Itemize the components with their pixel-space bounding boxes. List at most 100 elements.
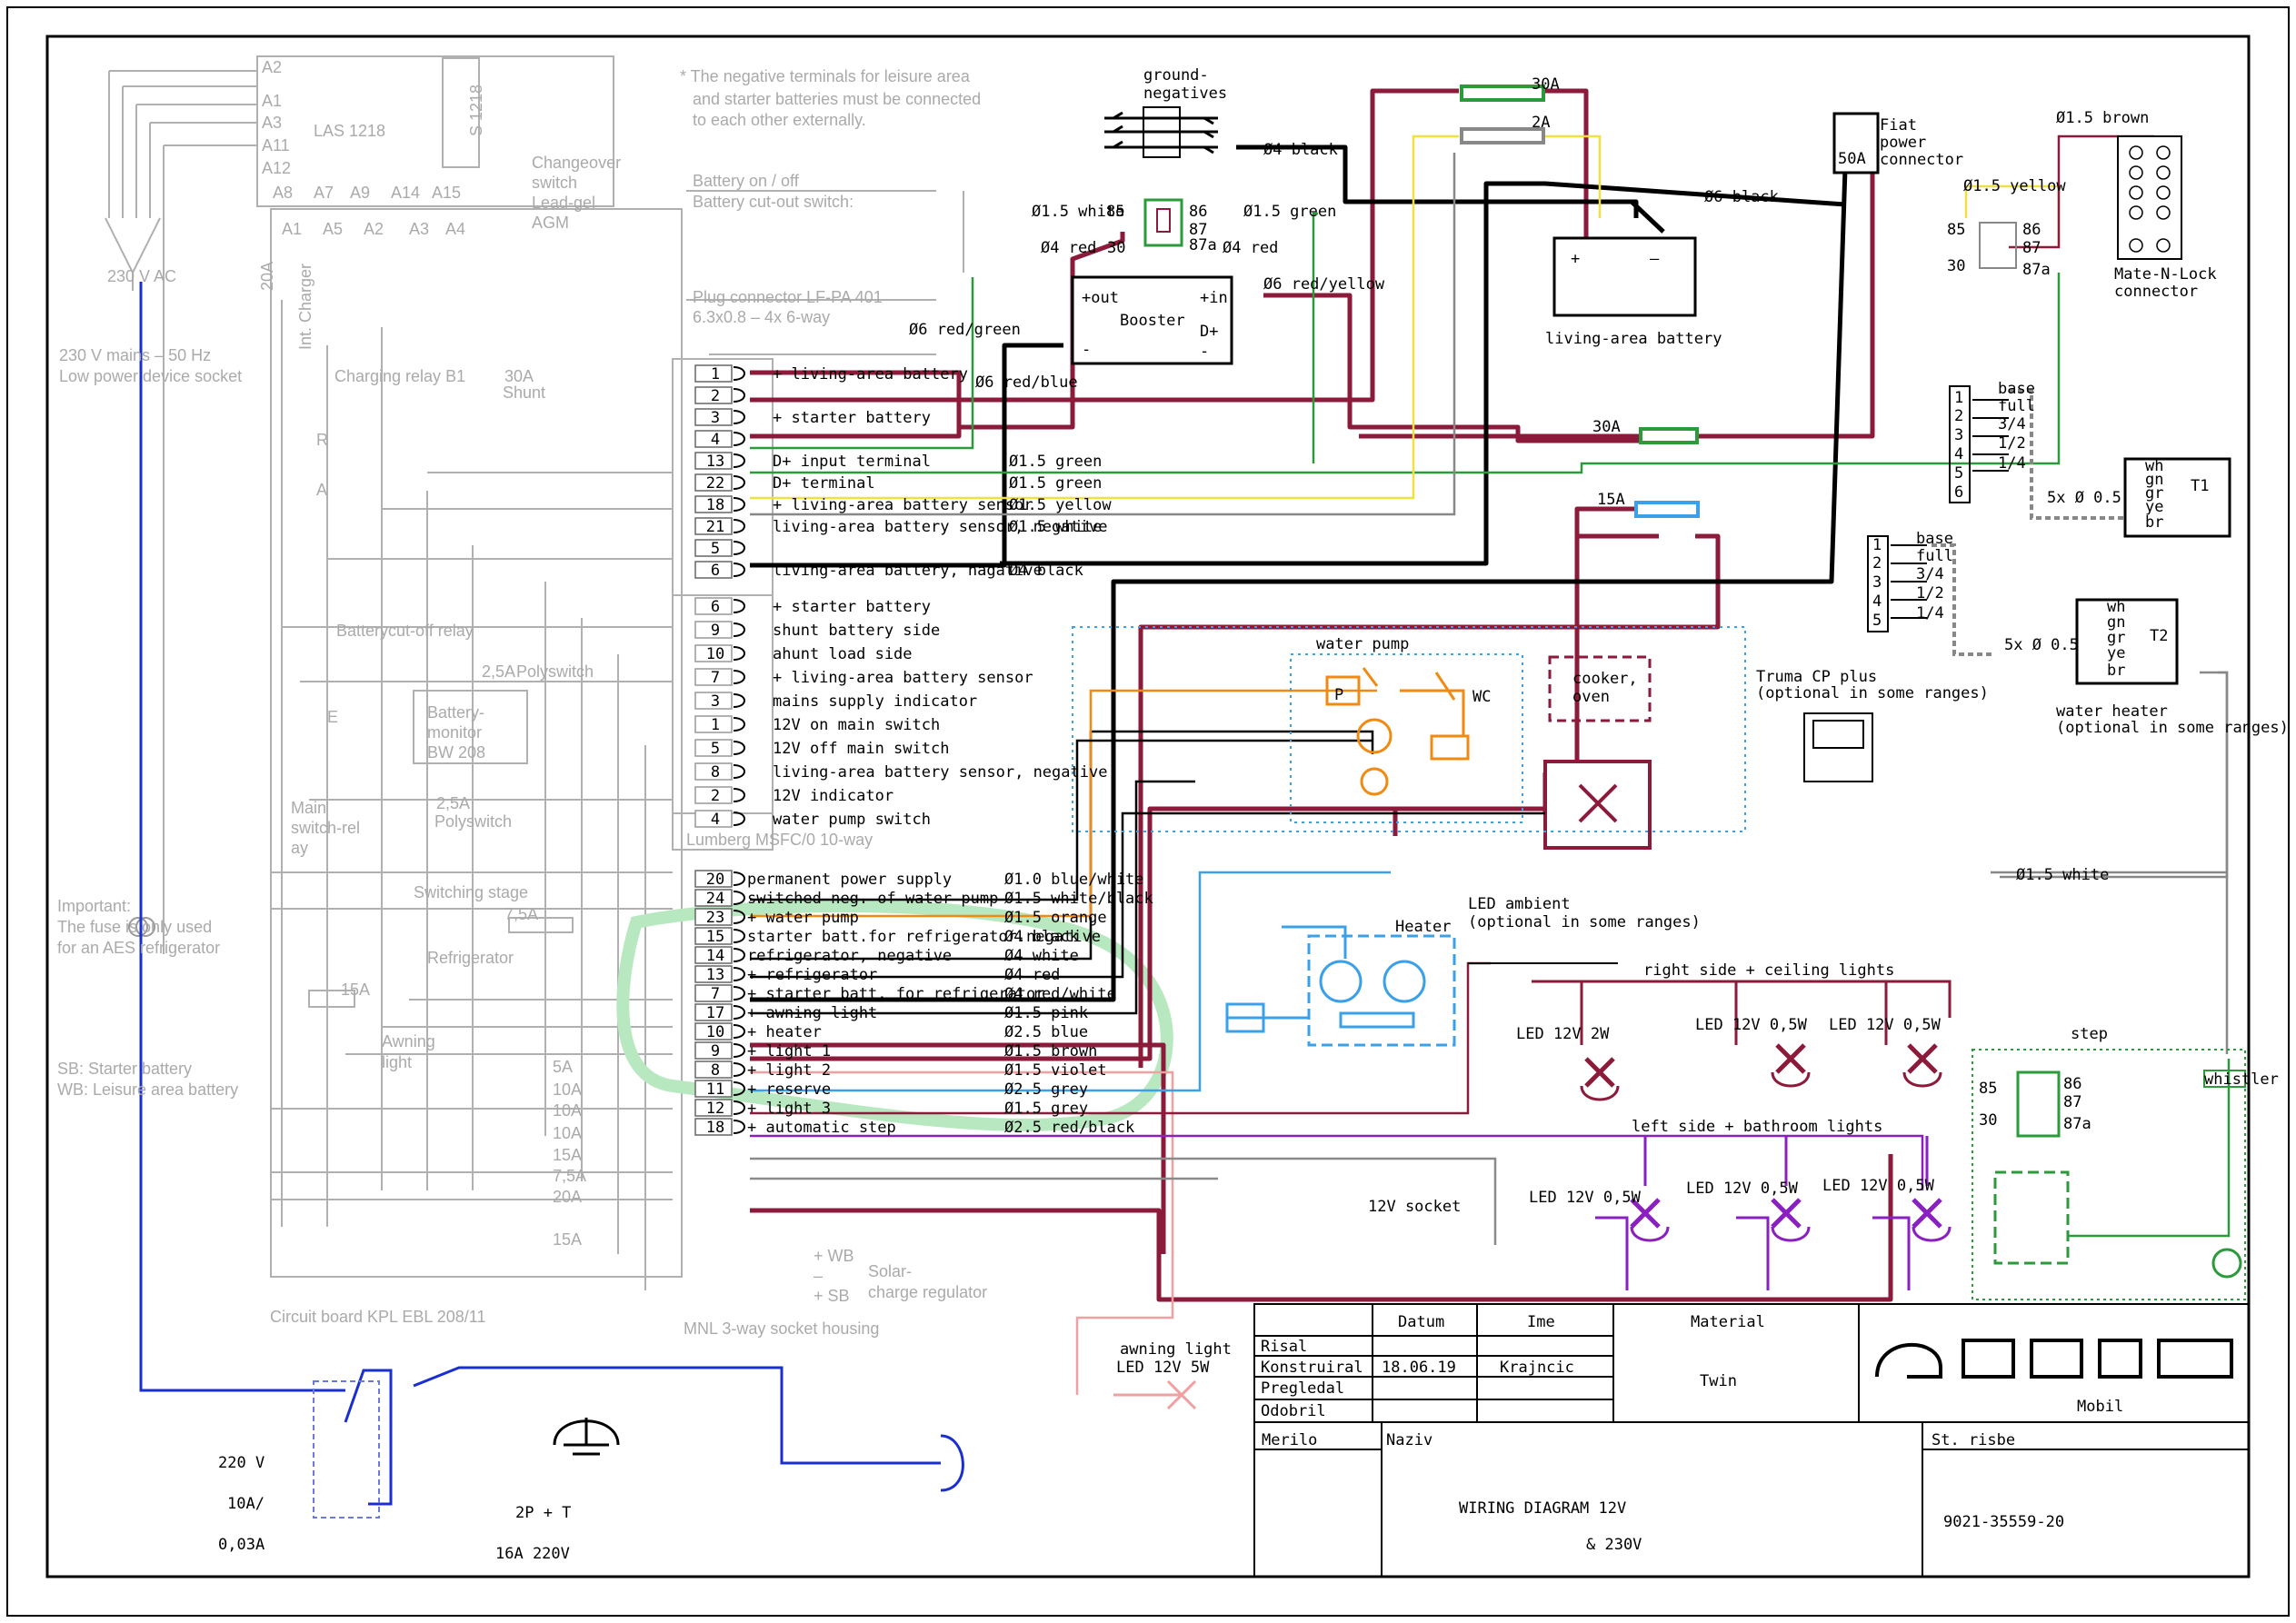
a30-label: 30A [504,367,534,385]
led-ambient-1: LED ambient [1468,895,1571,913]
mate-p86: 86 [2022,221,2041,239]
t2-gn: gn [2107,613,2125,632]
mate-yellow: Ø1.5 yellow [1963,177,2066,195]
tb-datum: Datum [1398,1313,1444,1331]
mate-n-lock [2117,135,2182,260]
t1-n4: 4 [1954,445,1963,463]
conn-lower-label: + awning light [747,1004,877,1022]
a20-label: 20A [258,262,276,291]
pin-row-bot-0: A1 [282,220,302,238]
led-top-3: LED 12V 0,5W [1829,1016,1942,1034]
pin-row-bot-1: A5 [323,220,343,238]
a15-label: 15A [341,981,370,999]
white15-label: Ø1.5 white [2016,866,2109,884]
solar-pin-2: – [814,1267,823,1285]
t2-cable: 5x Ø 0.5 [2004,636,2079,654]
water-pump-title: water pump [1316,635,1409,653]
tb-material-h: Material [1691,1313,1765,1331]
poly-25-2: 2,5A [436,794,470,812]
mains-2: Low power device socket [59,367,242,385]
fuse-8: 15A [553,1230,582,1249]
fuse-4: 10A [553,1124,582,1142]
note-line-1: * The negative terminals for leisure are… [680,67,971,85]
conn-lower-label: switched neg. of water pump [747,890,998,908]
conn-lumberg-pin-hook [733,670,745,684]
fuse-3: 10A [553,1101,582,1120]
conn-lower-label: + light 2 [747,1061,831,1080]
sb-label: SB: Starter battery [57,1060,192,1078]
booster-box [1071,275,1233,365]
conn-lumberg-pin-box [694,715,733,733]
conn-lower-pin-box [694,889,733,907]
conn-lower-label: starter batt.for refrigerator.negative [747,928,1101,946]
conn-lower-label: + light 3 [747,1100,831,1118]
conn-lower-wire: Ø1.5 orange [1004,909,1107,927]
conn-lower-pin-box [694,908,733,926]
a-label: A [316,481,327,499]
pin-a12: A12 [262,159,291,177]
t1-gn: gn [2145,471,2163,489]
conn-lower-wire: Ø4 white [1004,947,1079,965]
conn-lumberg-pin-box [694,810,733,828]
main-relay-3: ay [291,839,308,857]
e-label: E [327,708,338,726]
conn-upper-pin-box [694,495,733,513]
t1-base: base [1998,380,2035,398]
wb-label: WB: Leisure area battery [57,1080,238,1099]
pin-a1: A1 [262,92,282,110]
title-block [1253,1303,2250,1578]
fuse-30a-top: 30A [1532,75,1560,94]
conn-lumberg-label: water pump switch [773,811,931,829]
conn-lumberg-label: shunt battery side [773,622,940,640]
awning-1: Awning [382,1032,435,1050]
important-3: for an AES refrigerator [57,939,220,957]
led-top-1: LED 12V 2W [1516,1025,1610,1043]
ground-1: ground- [1143,66,1209,85]
shunt-label: Shunt [503,383,545,402]
black-wires [750,144,1848,1015]
conn-upper-label: living-area battery, nagative [773,562,1043,580]
conn-lower-pin-number: 11 [706,1080,724,1099]
solar-2: charge regulator [868,1283,987,1301]
conn-lumberg-pin-number: 1 [711,716,720,734]
led-ambient-2: (optional in some ranges) [1468,913,1701,931]
conn-lumberg-label: mains supply indicator [773,692,977,711]
t2-14: 1/4 [1916,604,1944,622]
changeover-2: switch [532,174,577,192]
mnl-label: MNL 3-way socket housing [684,1319,879,1338]
main-relay-2: switch-rel [291,819,360,837]
conn-upper-wire: Ø1.5 yellow [1009,496,1112,514]
t1-wh: wh [2145,457,2163,475]
tb-naziv: Naziv [1386,1431,1433,1449]
conn-lumberg-pin-box [694,644,733,662]
wire-red-green: Ø6 red/green [909,321,1021,339]
t2-n4: 4 [1872,592,1882,611]
mate-p85: 85 [1947,221,1965,239]
t2-12: 1/2 [1916,584,1944,602]
r-label: R [316,431,328,449]
conn-upper-pin-number: 21 [706,518,724,536]
heater-label: Heater [1395,918,1451,936]
conn-upper-pin-hook [733,519,745,533]
tank-t2 [1867,535,2179,685]
int-charger: Int. Charger [296,264,314,350]
awning-led-1: awning light [1120,1340,1232,1359]
mains-230v [139,282,964,1518]
ground-2: negatives [1143,85,1227,103]
conn-lower-pin-hook [733,948,745,962]
tb-name: Krajncic [1500,1359,1574,1377]
plug-1: 2P + T [515,1504,571,1522]
conn-upper-wire: Ø4 black [1009,562,1083,580]
booster-title: Booster [1120,312,1185,330]
relay-p87a: 87a [1189,236,1217,254]
mains-switch-2: 10A/ [227,1495,265,1513]
conn-lower-pin-hook [733,986,745,1001]
tb-role-1: Risal [1261,1338,1307,1356]
cooker-2: oven [1572,688,1610,706]
booster-out-p: +out [1082,289,1119,307]
battery-onoff-2: Battery cut-out switch: [693,193,854,211]
conn-lumberg-pin-box [694,621,733,639]
conn-lower-pin-hook [733,929,745,943]
t1-ye: ye [2145,498,2163,516]
tb-st-risbe: St. risbe [1932,1431,2015,1449]
